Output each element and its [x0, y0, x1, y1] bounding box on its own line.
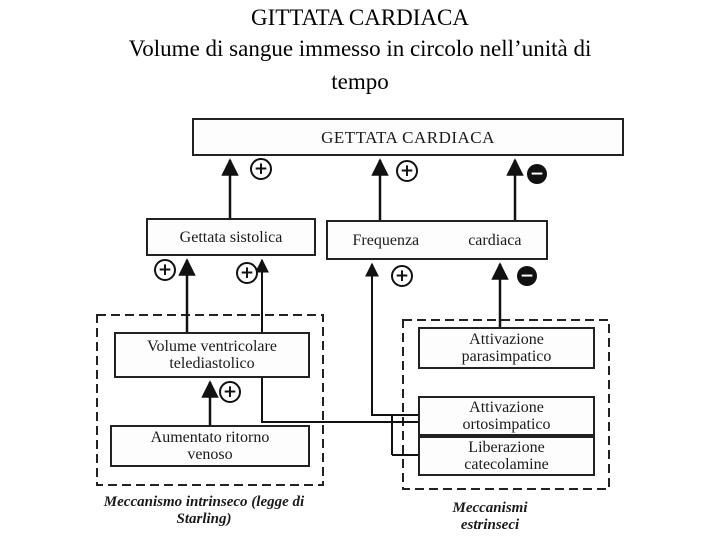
heart-rate-box: Frequenza cardiaca [326, 220, 548, 260]
plus-sign-edv-to-stroke-volume: + [154, 259, 176, 281]
catecholamines-label: Liberazione catecolamine [464, 439, 549, 473]
arrow-sympathetic-to-stroke-volume [255, 258, 418, 423]
heart-rate-label-right: cardiaca [468, 231, 522, 249]
arrow-sympathetic-to-heart-rate [365, 262, 418, 416]
intrinsic-group-frame [96, 314, 324, 486]
stroke-volume-box: Gettata sistolica [146, 218, 316, 256]
minus-sign-parasympathetic-to-heart-rate: − [517, 266, 537, 286]
intrinsic-group-caption: Meccanismo intrinseco (legge di Starling… [103, 494, 305, 527]
slide-subtitle: Volume di sangue immesso in circolo nell… [128, 36, 592, 61]
catecholamines-box: Liberazione catecolamine [418, 436, 595, 476]
stroke-volume-label: Gettata sistolica [179, 228, 283, 246]
cardiac-output-box: GETTATA CARDIACA [192, 118, 624, 156]
plus-sign-venous-return-to-edv: + [219, 381, 241, 403]
heart-rate-label-left: Frequenza [352, 231, 420, 249]
extrinsic-group-frame [402, 319, 610, 490]
slide-subtitle-continued: tempo [331, 69, 389, 94]
plus-sign-heart-rate-to-output: + [396, 160, 418, 182]
end-diastolic-volume-label: Volume ventricolare telediastolico [147, 338, 277, 372]
parasympathetic-box: Attivazione parasimpatico [418, 327, 595, 369]
venous-return-label: Aumentato ritorno venoso [150, 429, 270, 463]
cardiac-output-label: GETTATA CARDIACA [321, 127, 495, 147]
parasympathetic-label: Attivazione parasimpatico [461, 331, 552, 365]
plus-sign-sympathetic-to-heart-rate: + [391, 265, 413, 287]
minus-sign-heart-rate-to-output: − [527, 164, 547, 184]
plus-sign-stroke-volume-to-output: + [250, 158, 272, 180]
end-diastolic-volume-box: Volume ventricolare telediastolico [114, 332, 310, 378]
venous-return-box: Aumentato ritorno venoso [110, 425, 310, 467]
sympathetic-box: Attivazione ortosimpatico [418, 396, 595, 436]
extrinsic-group-caption: Meccanismi estrinseci [452, 500, 528, 533]
sympathetic-label: Attivazione ortosimpatico [462, 399, 551, 433]
plus-sign-sympathetic-to-stroke-volume: + [236, 262, 258, 284]
slide-title: GITTATA CARDIACA [250, 5, 469, 30]
